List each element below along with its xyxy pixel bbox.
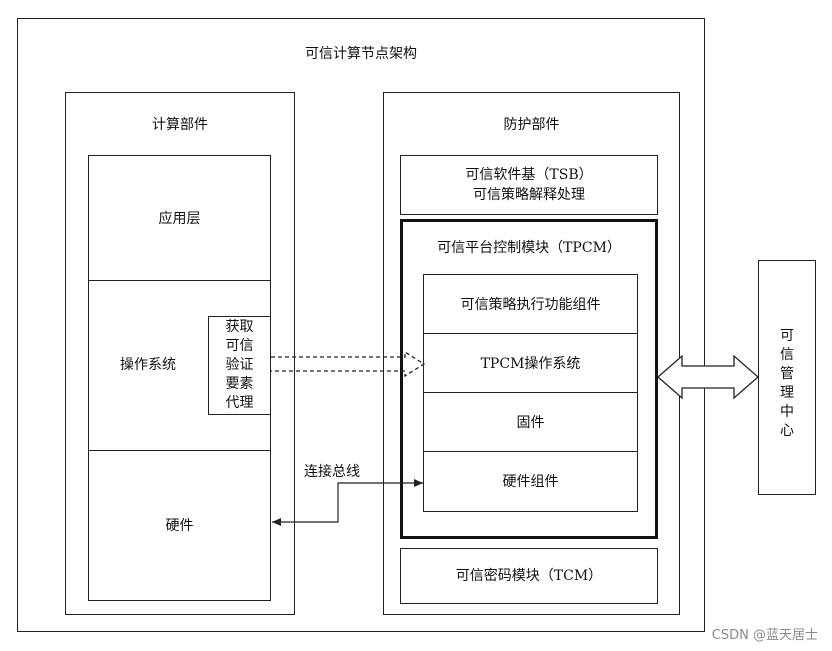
tpcm-firmware-label: 固件 (516, 414, 545, 431)
mgmt-center-box: 可 信 管 理 中 心 (758, 260, 816, 495)
os-label: 操作系统 (120, 357, 176, 373)
trust-agent-line-3: 验证 (225, 357, 254, 373)
trust-agent-line-5: 代理 (225, 395, 254, 411)
tpcm-exec-label: 可信策略执行功能组件 (460, 296, 601, 313)
tsb-label-line-2: 可信策略解释处理 (473, 187, 585, 203)
tcm-box: 可信密码模块（TCM） (400, 548, 658, 604)
tpcm-firmware-box: 固件 (423, 392, 638, 453)
app-layer-box: 应用层 (88, 155, 271, 282)
tsb-box: 可信软件基（TSB） 可信策略解释处理 (400, 155, 658, 215)
hardware-label: 硬件 (165, 517, 194, 534)
mgmt-center-char-3: 管 (780, 366, 794, 382)
tpcm-hardware-label: 硬件组件 (502, 473, 559, 490)
mgmt-center-char-6: 心 (780, 423, 794, 439)
mgmt-center-char-5: 中 (780, 404, 794, 420)
app-layer-label: 应用层 (158, 210, 201, 227)
trust-agent-line-1: 获取 (225, 319, 254, 335)
mgmt-center-char-1: 可 (780, 328, 794, 344)
compute-part-title: 计算部件 (152, 117, 208, 133)
mgmt-center-char-4: 理 (780, 385, 794, 401)
tpcm-title: 可信平台控制模块（TPCM） (437, 240, 621, 256)
trust-agent-line-2: 可信 (225, 338, 254, 354)
tpcm-os-label: TPCM操作系统 (480, 355, 581, 372)
tpcm-hardware-box: 硬件组件 (423, 451, 638, 512)
tsb-label-line-1: 可信软件基（TSB） (465, 167, 593, 183)
bus-label: 连接总线 (304, 464, 360, 480)
watermark: CSDN @蓝天居士 (711, 628, 818, 643)
tcm-label: 可信密码模块（TCM） (455, 568, 603, 584)
trust-agent-box: 获取 可信 验证 要素 代理 (208, 316, 271, 415)
protect-part-title: 防护部件 (503, 117, 560, 133)
hardware-box: 硬件 (88, 450, 271, 601)
trust-agent-line-4: 要素 (225, 376, 254, 392)
tpcm-os-box: TPCM操作系统 (423, 333, 638, 394)
tpcm-exec-box: 可信策略执行功能组件 (423, 274, 638, 335)
mgmt-center-char-2: 信 (780, 347, 794, 363)
trusted-node-title: 可信计算节点架构 (305, 46, 417, 62)
